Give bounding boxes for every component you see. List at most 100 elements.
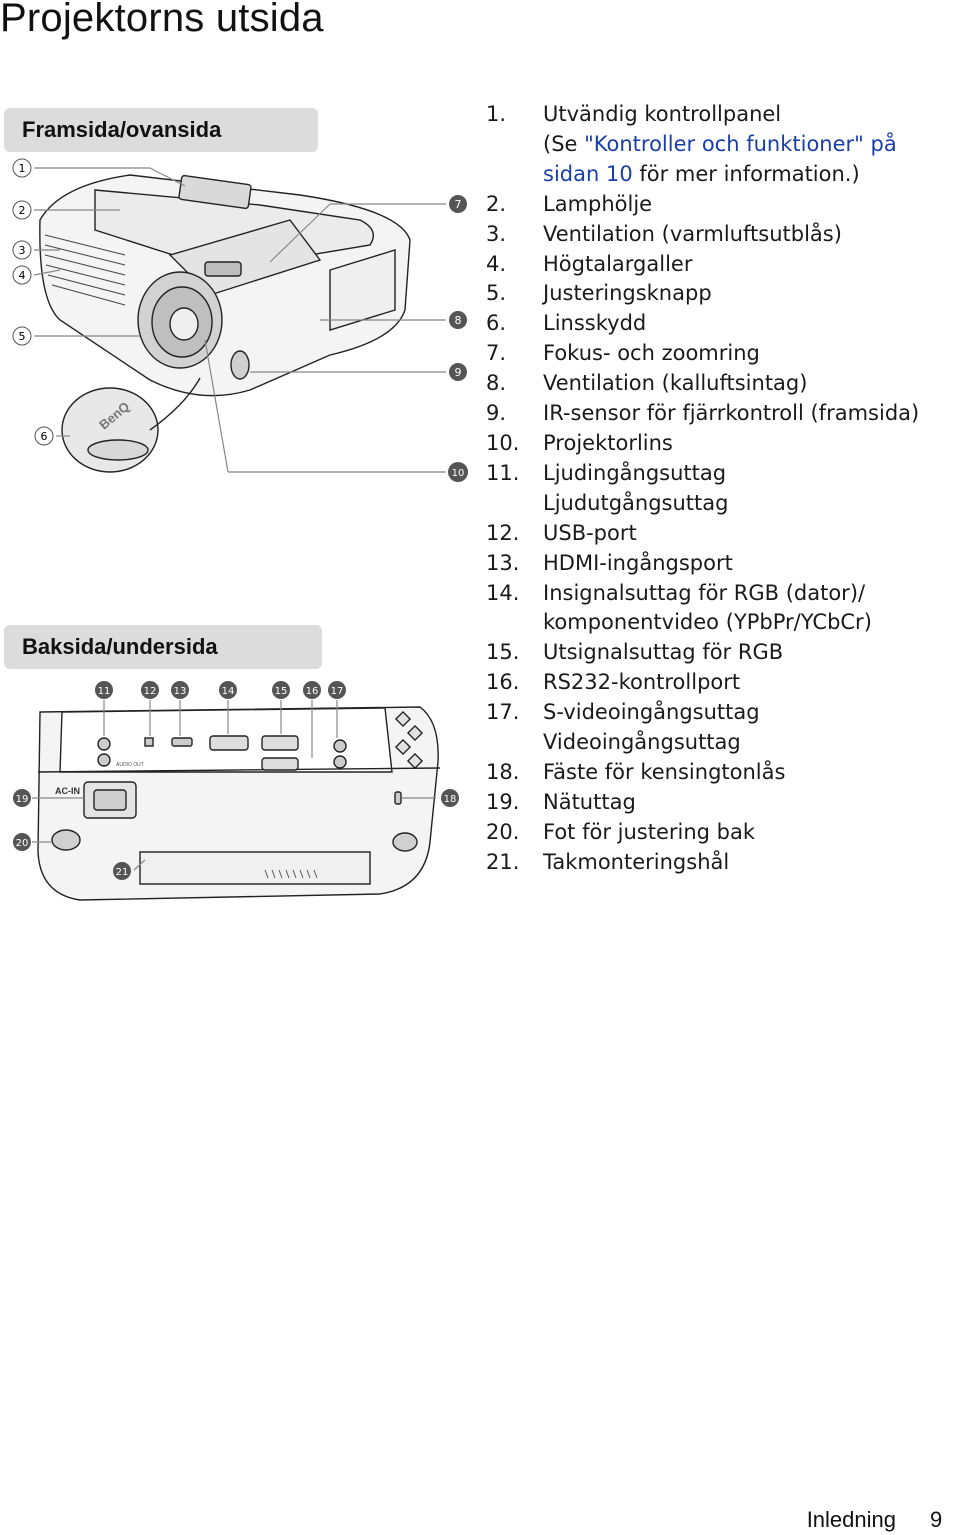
item-text-second: Videoingångsuttag (543, 730, 741, 755)
list-item: 8.Ventilation (kalluftsintag) (486, 369, 956, 399)
svg-text:7: 7 (455, 198, 462, 211)
svg-text:17: 17 (331, 686, 344, 697)
list-item: 15. Utsignalsuttag för RGB (486, 638, 956, 668)
svg-text:1: 1 (19, 162, 26, 175)
item-text: S-videoingångsuttag (543, 700, 760, 725)
section-header-back: Baksida/undersida (4, 625, 322, 669)
item-text: IR-sensor för fjärrkontroll (framsida) (543, 401, 920, 426)
note-prefix: (Se (543, 131, 585, 156)
item-number: 13. (486, 550, 520, 575)
page-number: 9 (930, 1507, 943, 1532)
item-text: Insignalsuttag för RGB (dator)/ (543, 580, 866, 605)
item-text-second: komponentvideo (YPbPr/YCbCr) (543, 610, 872, 635)
section-header-front-label: Framsida/ovansida (22, 117, 222, 142)
item-number: 10. (486, 430, 520, 455)
item-number: 15. (486, 640, 520, 665)
item-number: 9. (486, 401, 507, 426)
item-text: Fot för justering bak (543, 819, 756, 844)
list-item: 3. Ventilation (varmluftsutblås) (486, 220, 956, 250)
svg-text:18: 18 (444, 794, 457, 805)
list-item: 13.HDMI-ingångsport (486, 549, 956, 579)
callout-7: 7 (449, 195, 467, 213)
item-number: 4. (486, 251, 507, 276)
note-suffix: för mer information.) (632, 161, 860, 186)
item-number: 14. (486, 580, 520, 605)
item-text-second: Ljudutgångsuttag (543, 490, 729, 515)
list-item: 16.RS232-kontrollport (486, 668, 956, 698)
item-number: 11. (486, 460, 520, 485)
item-number: 18. (486, 759, 520, 784)
callout-16: 16 (303, 681, 321, 699)
list-item: 19.Nätuttag (486, 788, 956, 818)
list-item: 2. Lamphölje (486, 190, 956, 220)
callout-21: 21 (113, 862, 131, 880)
callout-5: 5 (12, 326, 32, 346)
svg-text:5: 5 (19, 330, 26, 343)
callout-12: 12 (141, 681, 159, 699)
list-item: 9. IR-sensor för fjärrkontroll (framsida) (486, 399, 956, 429)
list-item: 18.Fäste för kensingtonlås (486, 758, 956, 788)
section-header-front: Framsida/ovansida (4, 108, 318, 152)
list-item: 21.Takmonteringshål (486, 848, 956, 878)
audio-out-label: AUDIO OUT (116, 762, 144, 768)
projector-front-illustration: BenQ 1 2 3 4 5 6 7 8 9 10 (12, 158, 468, 482)
item-number: 5. (486, 281, 507, 306)
list-item: 20. Fot för justering bak (486, 818, 956, 848)
callout-10: 10 (448, 462, 468, 482)
item-text: Fokus- och zoomring (543, 341, 760, 366)
item-number: 3. (486, 221, 507, 246)
svg-text:2: 2 (19, 204, 26, 217)
section-header-back-label: Baksida/undersida (22, 634, 218, 659)
svg-text:10: 10 (452, 468, 465, 479)
svg-text:3: 3 (19, 244, 26, 257)
svg-text:20: 20 (16, 838, 29, 849)
list-item: 7.Fokus- och zoomring (486, 339, 956, 369)
item-number: 8. (486, 371, 507, 396)
callout-6: 6 (34, 426, 54, 446)
item-text: Utsignalsuttag för RGB (543, 640, 784, 665)
list-item: 10. Projektorlins (486, 429, 956, 459)
item-text: Utvändig kontrollpanel (543, 102, 782, 126)
item-number: 2. (486, 191, 507, 216)
item-number: 16. (486, 670, 520, 695)
item-text: Högtalargaller (543, 251, 693, 276)
svg-text:14: 14 (222, 686, 235, 697)
item-number: 19. (486, 789, 520, 814)
callout-17: 17 (328, 681, 346, 699)
callout-18: 18 (441, 789, 459, 807)
item-text: Ventilation (varmluftsutblås) (543, 221, 842, 246)
list-item: 12.USB-port (486, 519, 956, 549)
svg-text:15: 15 (275, 686, 288, 697)
item-number: 12. (486, 520, 520, 545)
item-text: Ljudingångsuttag (543, 460, 727, 485)
svg-text:16: 16 (306, 686, 319, 697)
callout-9: 9 (449, 363, 467, 381)
callout-1: 1 (12, 158, 32, 178)
callout-2: 2 (12, 200, 32, 220)
callout-4: 4 (12, 265, 32, 285)
item-text: Justeringsknapp (543, 281, 712, 306)
list-item: 6.Linsskydd (486, 309, 956, 339)
item-number: 20. (486, 819, 520, 844)
list-item: 5. Justeringsknapp (486, 279, 956, 309)
page-reference-link[interactable]: "Kontroller och funktioner" på sidan 10 (543, 131, 897, 186)
projector-back-illustration: AC-IN AUDIO OUT 11 12 13 14 15 16 17 18 … (13, 681, 459, 901)
svg-text:12: 12 (144, 686, 157, 697)
callout-14: 14 (219, 681, 237, 699)
callout-3: 3 (12, 240, 32, 260)
item-number: 17. (486, 700, 520, 725)
item-text: Projektorlins (543, 430, 673, 455)
footer-section-name: Inledning (806, 1507, 896, 1532)
svg-text:13: 13 (174, 686, 187, 697)
item-text: Linsskydd (543, 311, 647, 336)
item-number: 21. (486, 849, 520, 874)
item-text: Lamphölje (543, 191, 653, 216)
page-title: Projektorns utsida (0, 0, 324, 40)
item-number: 1. (486, 102, 507, 126)
callout-15: 15 (272, 681, 290, 699)
svg-text:8: 8 (455, 314, 462, 327)
parts-list: 1. Utvändig kontrollpanel (Se "Kontrolle… (486, 100, 956, 878)
callout-8: 8 (449, 311, 467, 329)
